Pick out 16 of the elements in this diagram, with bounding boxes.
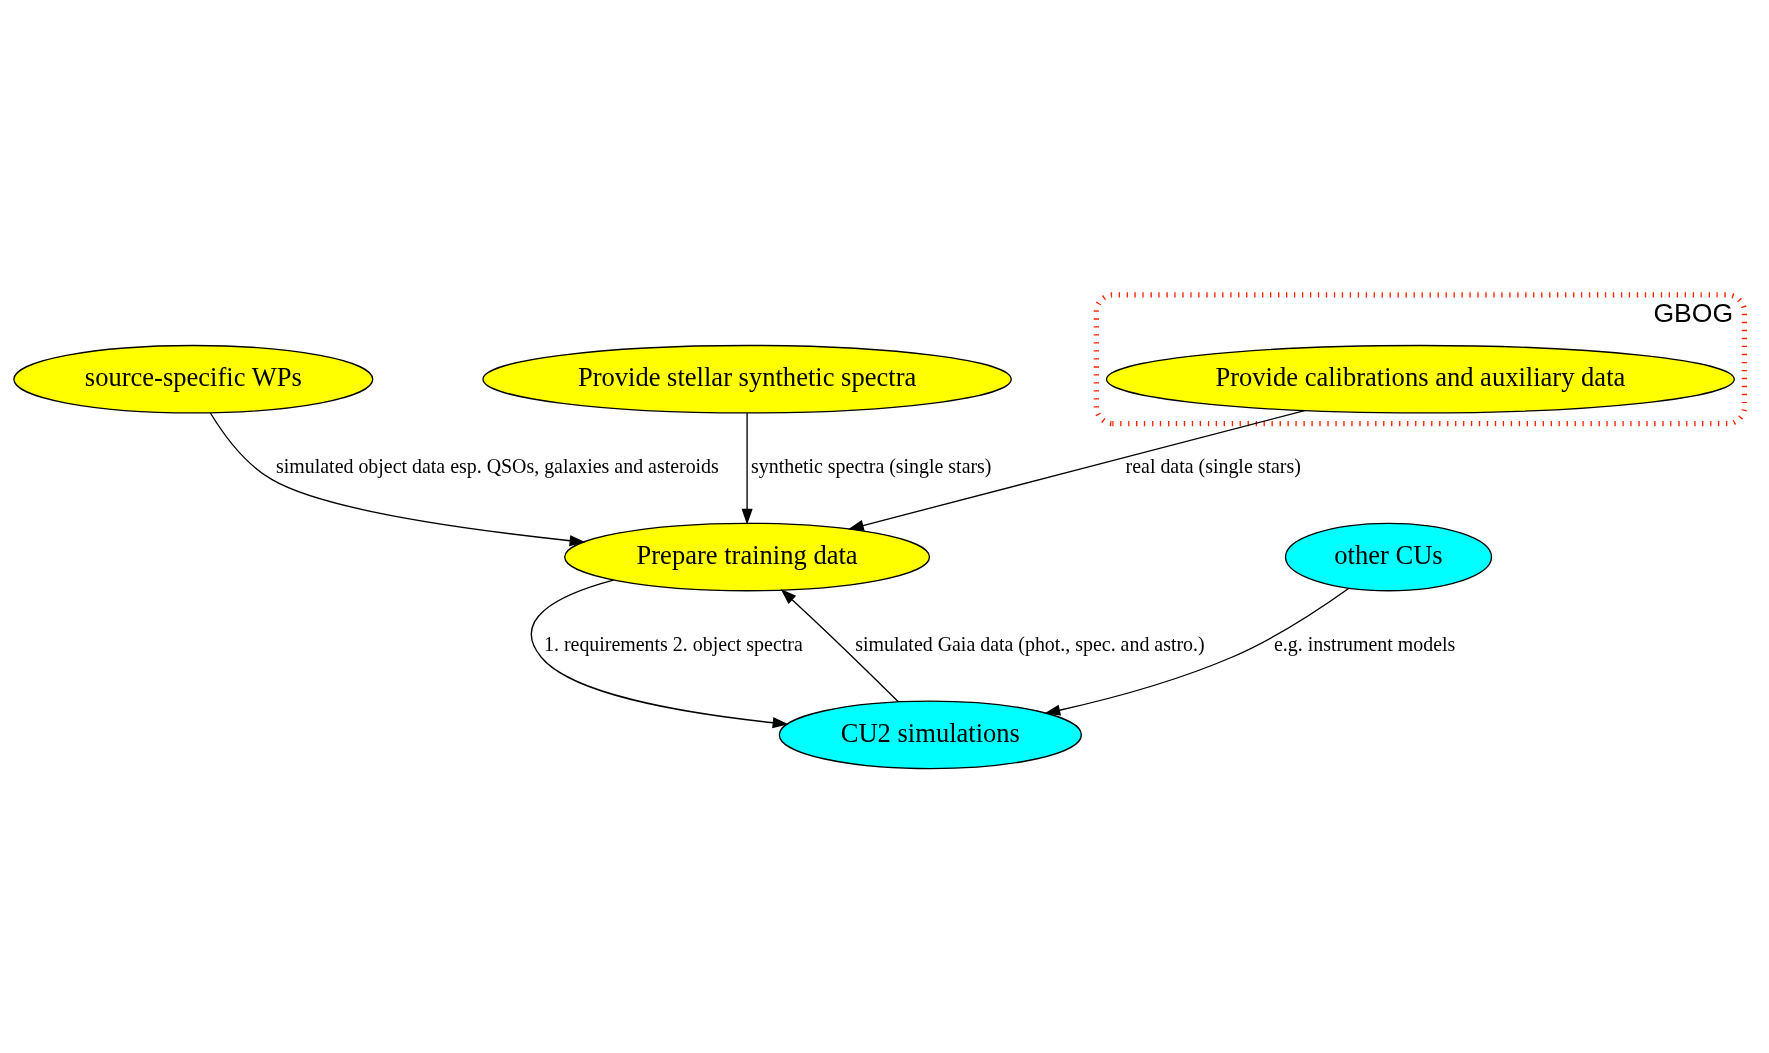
- arrow: [1044, 587, 1350, 716]
- arrow: [530, 579, 789, 729]
- edge-label: simulated Gaia data (phot., spec. and astro.): [855, 632, 1205, 655]
- node-ellipse: Provide stellar synthetic spectra: [482, 344, 1012, 414]
- arrow: [741, 412, 753, 525]
- node-ellipse: CU2 simulations: [778, 700, 1082, 770]
- node-ellipse: source-specific WPs: [13, 344, 374, 414]
- node-ellipse: other CUs: [1284, 522, 1493, 592]
- edge-label: e.g. instrument models: [1273, 632, 1456, 655]
- edge-label: synthetic spectra (single stars): [751, 454, 992, 477]
- edge-label: simulated object data esp. QSOs, galaxies and asteroids: [276, 454, 719, 477]
- arrow: [780, 589, 899, 703]
- edge-label: real data (single stars): [1125, 454, 1301, 477]
- edge-label: 1. requirements 2. object spectra: [544, 632, 803, 655]
- node-ellipse: Provide calibrations and auxiliary data: [1105, 344, 1735, 414]
- arrow: [209, 412, 586, 547]
